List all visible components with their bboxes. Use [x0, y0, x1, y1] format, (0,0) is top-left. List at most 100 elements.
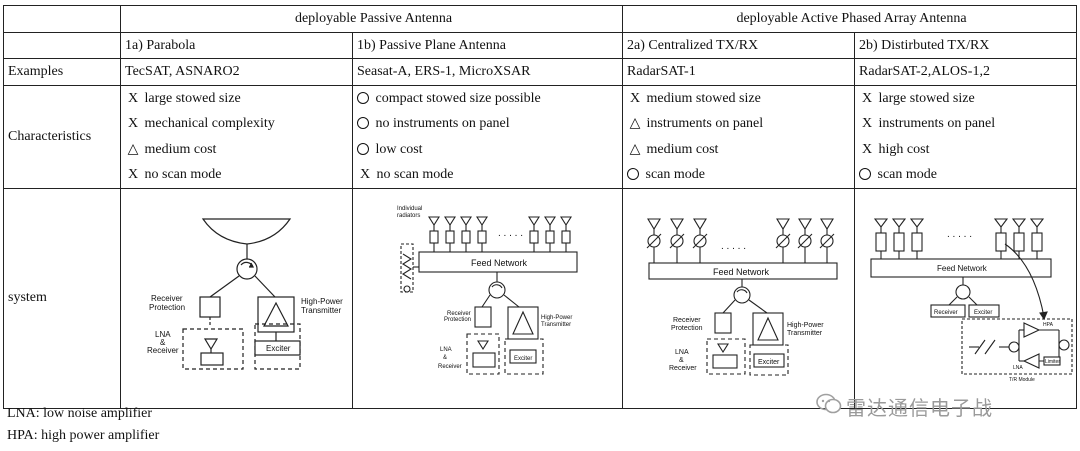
- exciter-box: [509, 348, 537, 364]
- centralized-system-diagram: . . . . . Feed Network Receiver Protecti…: [646, 217, 838, 376]
- characteristic-item: low cost: [357, 137, 622, 163]
- label-exciter: Exciter: [974, 310, 992, 316]
- characteristics-centralized: X medium stowed size△ instruments on pan…: [622, 84, 856, 189]
- characteristic-item: compact stowed size possible: [357, 86, 622, 111]
- label-dots: . . . . .: [498, 228, 523, 239]
- row-label-system: system: [3, 187, 121, 409]
- group-header-passive: deployable Passive Antenna: [119, 5, 624, 33]
- characteristic-item: X large stowed size: [125, 86, 352, 111]
- receiver-protection-box: [199, 295, 221, 318]
- x-mark-icon: X: [629, 90, 641, 106]
- lna-icon: [203, 337, 219, 350]
- characteristic-item: no instruments on panel: [357, 111, 622, 137]
- wechat-logo-icon: [816, 393, 842, 414]
- hpa-icon: [1023, 321, 1041, 338]
- characteristic-item: △ medium cost: [627, 137, 854, 163]
- radiator-side-view: [400, 242, 414, 293]
- examples-parabola: TecSAT, ASNARO2: [120, 58, 353, 86]
- characteristic-text: mechanical complexity: [141, 116, 275, 131]
- label-protection: Protection: [149, 303, 185, 312]
- row-label-characteristics: Characteristics: [3, 84, 121, 189]
- parabola-dish-icon: [201, 217, 292, 245]
- receiver-box: [200, 351, 224, 366]
- exciter-box: [968, 303, 1000, 318]
- circle-mark-icon: [357, 91, 369, 104]
- characteristic-item: X medium stowed size: [627, 86, 854, 111]
- watermark-text: 雷达通信电子战: [846, 396, 993, 420]
- circle-mark-icon: [859, 168, 872, 180]
- column-header-distributed: 2b) Distirbuted TX/RX: [854, 31, 1078, 59]
- circulator-icon: [236, 257, 258, 280]
- row-label-examples: Examples: [3, 58, 121, 86]
- label-receiver-2: Receiver: [438, 364, 462, 370]
- label-feed-network: Feed Network: [937, 264, 988, 273]
- label-receiver-2: Receiver: [147, 346, 179, 355]
- label-high-power: High-Power: [301, 297, 343, 306]
- characteristic-text: medium cost: [643, 141, 719, 157]
- triangle-mark-icon: △: [629, 116, 641, 131]
- characteristic-text: no scan mode: [141, 167, 222, 182]
- characteristic-text: compact stowed size possible: [372, 90, 541, 106]
- tr-module-box: [961, 317, 1073, 375]
- x-mark-icon: X: [359, 167, 371, 182]
- lna-receiver-group: [182, 327, 244, 370]
- characteristics-passive-plane: compact stowed size possible no instrume…: [351, 84, 624, 189]
- characteristic-item: X no scan mode: [125, 162, 352, 187]
- characteristic-text: medium cost: [141, 141, 217, 157]
- radiator-group-right: [528, 215, 572, 244]
- phase-shifter-elements: [646, 217, 835, 263]
- label-amp: &: [679, 357, 684, 364]
- group-header-active: deployable Active Phased Array Antenna: [622, 5, 1078, 33]
- characteristic-item: X instruments on panel: [859, 111, 1076, 137]
- label-lna: LNA: [675, 349, 689, 356]
- receiver-box: [930, 303, 966, 318]
- label-high-power: High-Power: [541, 315, 572, 321]
- label-receiver-2: Receiver: [669, 365, 697, 372]
- characteristic-text: no scan mode: [373, 167, 454, 182]
- column-header-parabola: 1a) Parabola: [120, 31, 353, 59]
- label-lna: LNA: [155, 330, 171, 339]
- exciter-box: [254, 339, 301, 356]
- characteristic-text: scan mode: [642, 167, 705, 182]
- circulator-icon: [488, 280, 506, 299]
- amplifier-icon: [263, 301, 289, 327]
- column-header-passive-plane: 1b) Passive Plane Antenna: [351, 31, 624, 59]
- comparison-table: deployable Passive Antenna deployable Ac…: [3, 5, 1078, 409]
- feed-network-box: [418, 250, 578, 273]
- tr-module-elements: [873, 217, 1045, 259]
- circulator-icon: [955, 283, 971, 300]
- label-individual: Individual: [397, 206, 422, 212]
- triangle-mark-icon: △: [629, 141, 641, 157]
- label-hpa: HPA: [1043, 322, 1054, 328]
- characteristic-text: low cost: [372, 141, 423, 157]
- label-tr-module: T/R Module: [1009, 377, 1035, 383]
- column-header-centralized: 2a) Centralized TX/RX: [622, 31, 856, 59]
- characteristic-item: △ instruments on panel: [627, 111, 854, 137]
- label-amp: &: [443, 355, 447, 361]
- characteristic-item: scan mode: [859, 162, 1076, 187]
- characteristic-text: no instruments on panel: [372, 116, 510, 131]
- characteristic-item: X no scan mode: [357, 162, 622, 187]
- characteristic-item: X mechanical complexity: [125, 111, 352, 137]
- x-mark-icon: X: [127, 167, 139, 182]
- characteristic-text: large stowed size: [875, 90, 975, 106]
- examples-distributed: RadarSAT-2,ALOS-1,2: [854, 58, 1078, 86]
- circle-mark-icon: [357, 117, 369, 129]
- corner-cell: [3, 5, 121, 33]
- corner-cell-2: [3, 31, 121, 59]
- footnote-hpa: HPA: high power amplifier: [7, 428, 160, 443]
- label-feed-network: Feed Network: [713, 267, 770, 277]
- characteristic-item: X high cost: [859, 137, 1076, 163]
- receiver-protection-box: [714, 311, 732, 334]
- circulator-icon: [733, 285, 751, 304]
- label-limiter: Limiter: [1045, 359, 1060, 365]
- diagram-parabola: Receiver Protection LNA & Receiver High-…: [120, 187, 353, 409]
- distributed-system-diagram: . . . . . Feed Network Receiver Exciter …: [870, 217, 1073, 383]
- label-receiver: Receiver: [673, 317, 701, 324]
- characteristic-text: medium stowed size: [643, 90, 761, 106]
- label-high-power: High-Power: [787, 322, 824, 329]
- characteristic-item: X large stowed size: [859, 86, 1076, 111]
- label-lna: LNA: [1013, 365, 1023, 371]
